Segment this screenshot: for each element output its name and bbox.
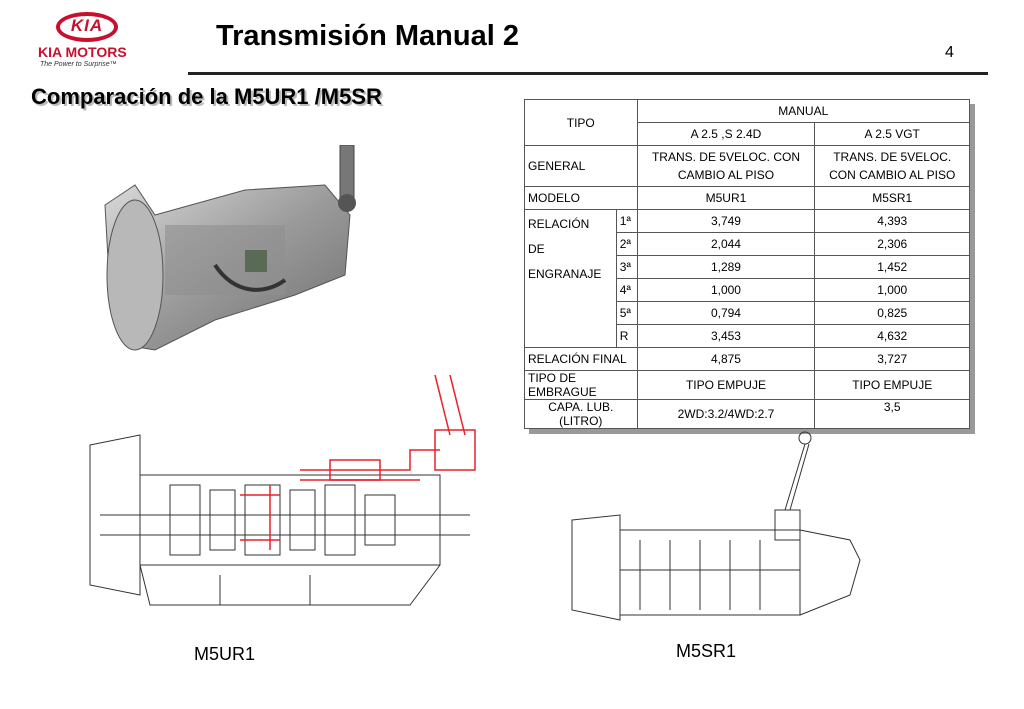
relacion-label-line: ENGRANAJE	[528, 267, 602, 281]
final-value-2: 3,727	[814, 347, 970, 371]
col1-header: A 2.5 ,S 2.4D	[636, 122, 816, 146]
general-label: GENERAL	[524, 145, 638, 187]
table-row: 4ª 1,000 1,000	[525, 278, 970, 302]
m5ur1-cross-section-drawing	[89, 375, 476, 606]
gear-value-2: 1,452	[814, 255, 970, 279]
table-row: TIPO MANUAL	[524, 99, 971, 146]
logo-oval	[56, 12, 118, 42]
table-row: CAPA. LUB. (LITRO) 2WD:3.2/4WD:2.7 3,5	[524, 399, 970, 429]
capa-label: CAPA. LUB. (LITRO)	[524, 399, 638, 429]
page-number: 4	[945, 44, 954, 61]
capa-value-1: 2WD:3.2/4WD:2.7	[636, 399, 816, 429]
gear-value-1: 0,794	[636, 301, 816, 325]
gear-value-2: 0,825	[814, 301, 970, 325]
manual-header: MANUAL	[636, 99, 971, 123]
transmission-photo	[104, 145, 356, 351]
relacion-label: RELACIÓN DE ENGRANAJE	[524, 209, 617, 348]
table-row: TIPO DE EMBRAGUE TIPO EMPUJE TIPO EMPUJE	[524, 370, 970, 400]
gear-value-1: 2,044	[636, 232, 816, 256]
modelo-value-2: M5SR1	[814, 186, 970, 210]
modelo-value-1: M5UR1	[636, 186, 816, 210]
col2-header: A 2.5 VGT	[814, 122, 970, 146]
kia-motors-logo: KIA KIA MOTORS The Power to Surprise™	[38, 12, 148, 72]
tipo-header: TIPO	[524, 99, 638, 146]
table-row: RELACIÓN DE ENGRANAJE 1ª 3,749 4,393	[524, 209, 970, 348]
slide-subtitle: Comparación de la M5UR1 /M5SR	[31, 84, 382, 109]
header-rule	[188, 72, 988, 75]
gear-label: 1ª	[615, 209, 638, 233]
embrague-value-2: TIPO EMPUJE	[814, 370, 970, 400]
gear-label: R	[615, 324, 638, 348]
logo-tagline: The Power to Surprise™	[40, 61, 117, 68]
gear-label: 3ª	[615, 255, 638, 279]
gear-label: 5ª	[615, 301, 638, 325]
embrague-label: TIPO DE EMBRAGUE	[524, 370, 638, 400]
gear-value-1: 1,289	[636, 255, 816, 279]
table-row: R 3,453 4,632	[525, 324, 970, 348]
gear-value-2: 2,306	[814, 232, 970, 256]
general-value-1: TRANS. DE 5VELOC. CON CAMBIO AL PISO	[636, 145, 816, 187]
relacion-label-line: DE	[528, 242, 545, 256]
m5sr1-caption: M5SR1	[676, 641, 737, 661]
gear-value-1: 3,749	[636, 209, 816, 233]
table-row: A 2.5 ,S 2.4D A 2.5 VGT	[525, 122, 970, 146]
gear-label: 4ª	[615, 278, 638, 302]
final-value-1: 4,875	[636, 347, 816, 371]
spec-table: TIPO MANUAL A 2.5 ,S 2.4D A 2.5 VGT GENE…	[524, 99, 971, 429]
gear-value-2: 1,000	[814, 278, 970, 302]
embrague-value-1: TIPO EMPUJE	[636, 370, 816, 400]
gear-value-2: 4,632	[814, 324, 970, 348]
m5ur1-caption: M5UR1	[194, 644, 256, 664]
m5sr1-side-view-drawing	[571, 431, 861, 621]
table-row: RELACIÓN FINAL 4,875 3,727	[524, 347, 970, 371]
logo-name: KIA MOTORS	[38, 44, 127, 60]
gear-label: 2ª	[615, 232, 638, 256]
relacion-label-line: RELACIÓN	[528, 217, 590, 231]
general-value-2: TRANS. DE 5VELOC. CON CAMBIO AL PISO	[814, 145, 970, 187]
gear-value-2: 4,393	[814, 209, 970, 233]
logo-brand: KIA	[70, 16, 104, 35]
table-row: MODELO M5UR1 M5SR1	[524, 186, 970, 210]
table-row: GENERAL TRANS. DE 5VELOC. CON CAMBIO AL …	[524, 145, 970, 187]
final-label: RELACIÓN FINAL	[524, 347, 638, 371]
gear-value-1: 3,453	[636, 324, 816, 348]
modelo-label: MODELO	[524, 186, 638, 210]
capa-value-2: 3,5	[814, 399, 970, 429]
slide-title: Transmisión Manual 2	[216, 20, 519, 52]
gear-value-1: 1,000	[636, 278, 816, 302]
